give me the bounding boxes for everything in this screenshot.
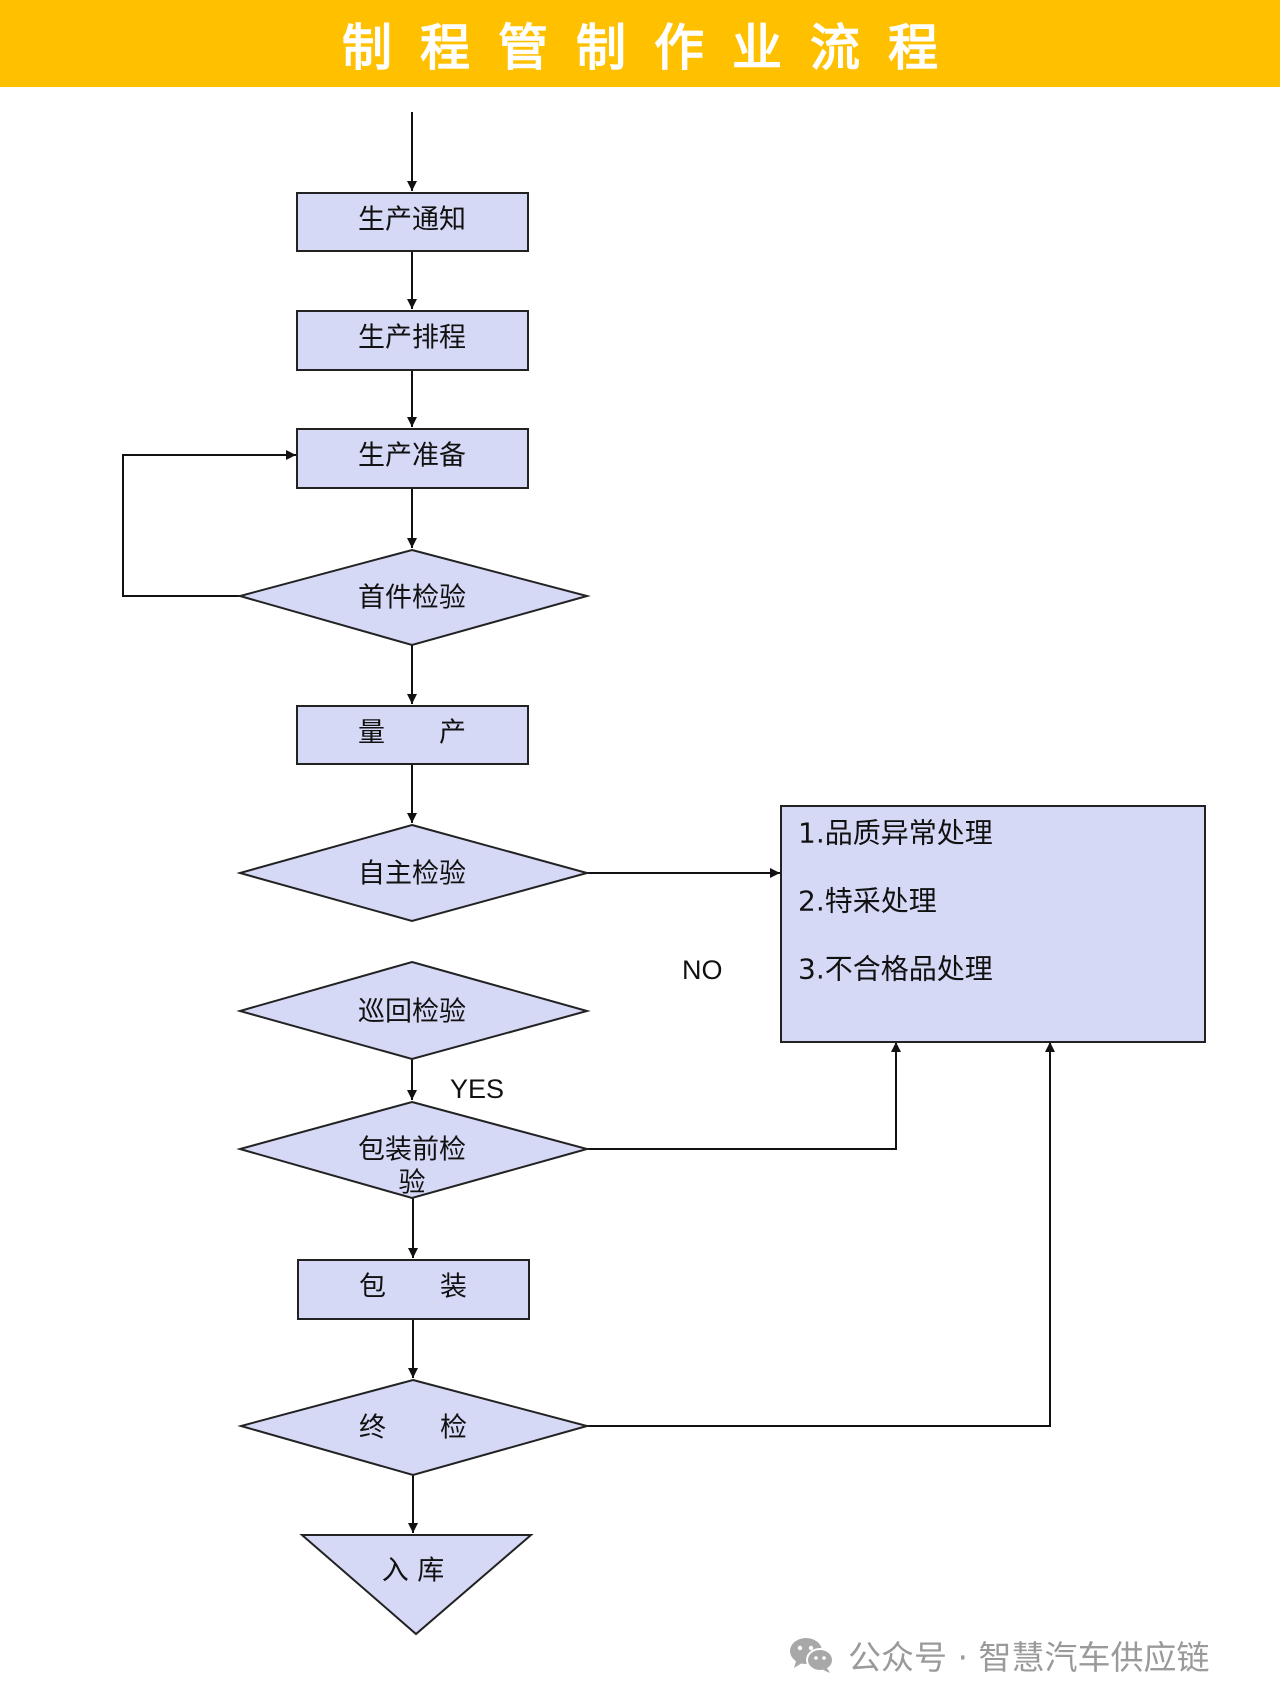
exception-item-3: 3.不合格品处理 <box>798 953 993 986</box>
production-scheduling-box <box>296 310 529 371</box>
first-article-inspection-label: 首件检验 <box>358 583 466 614</box>
page-title: 制程管制作业流程 <box>342 18 966 77</box>
watermark: 公众号 · 智慧汽车供应链 <box>788 1630 1209 1680</box>
no-label: NO <box>682 955 723 985</box>
watermark-text: 公众号 · 智慧汽车供应链 <box>848 1638 1210 1677</box>
first-article-inspection-diamond <box>236 548 591 647</box>
arrow-final-to-exception-box <box>587 1042 1055 1427</box>
exception-handling-box <box>780 805 1206 1043</box>
patrol-inspection-diamond <box>236 960 591 1061</box>
exception-item-1: 1.品质异常处理 <box>798 817 993 850</box>
patrol-inspection-label: 巡回检验 <box>358 997 466 1028</box>
warehousing-label: 入 库 <box>382 1556 445 1587</box>
final-inspection-diamond <box>237 1378 591 1477</box>
pre-packaging-inspection-diamond <box>236 1100 591 1200</box>
yes-label: YES <box>450 1074 504 1104</box>
pre-packaging-inspection-label-line1: 包装前检 <box>358 1135 466 1166</box>
final-inspection-label: 终 检 <box>359 1413 467 1444</box>
packaging-box <box>297 1259 530 1320</box>
production-notice-box <box>296 192 529 252</box>
production-scheduling-label: 生产排程 <box>358 323 466 354</box>
warehousing-triangle <box>299 1534 534 1636</box>
loop-first-article-to-prep <box>122 450 296 597</box>
self-inspection-label: 自主检验 <box>358 859 466 890</box>
production-notice-label: 生产通知 <box>358 205 466 236</box>
self-inspection-diamond <box>236 823 591 923</box>
mass-production-box <box>296 705 529 765</box>
packaging-label: 包 装 <box>359 1272 467 1303</box>
arrow-prepack-to-exception-box <box>587 1042 901 1150</box>
production-prep-box <box>296 428 529 489</box>
mass-production-label: 量 产 <box>358 718 466 749</box>
title-banner: 制程管制作业流程 <box>0 0 1280 87</box>
exception-item-2: 2.特采处理 <box>798 885 937 918</box>
pre-packaging-inspection-label-line2: 验 <box>399 1168 426 1199</box>
wechat-icon <box>790 1638 834 1673</box>
production-prep-label: 生产准备 <box>358 441 466 472</box>
